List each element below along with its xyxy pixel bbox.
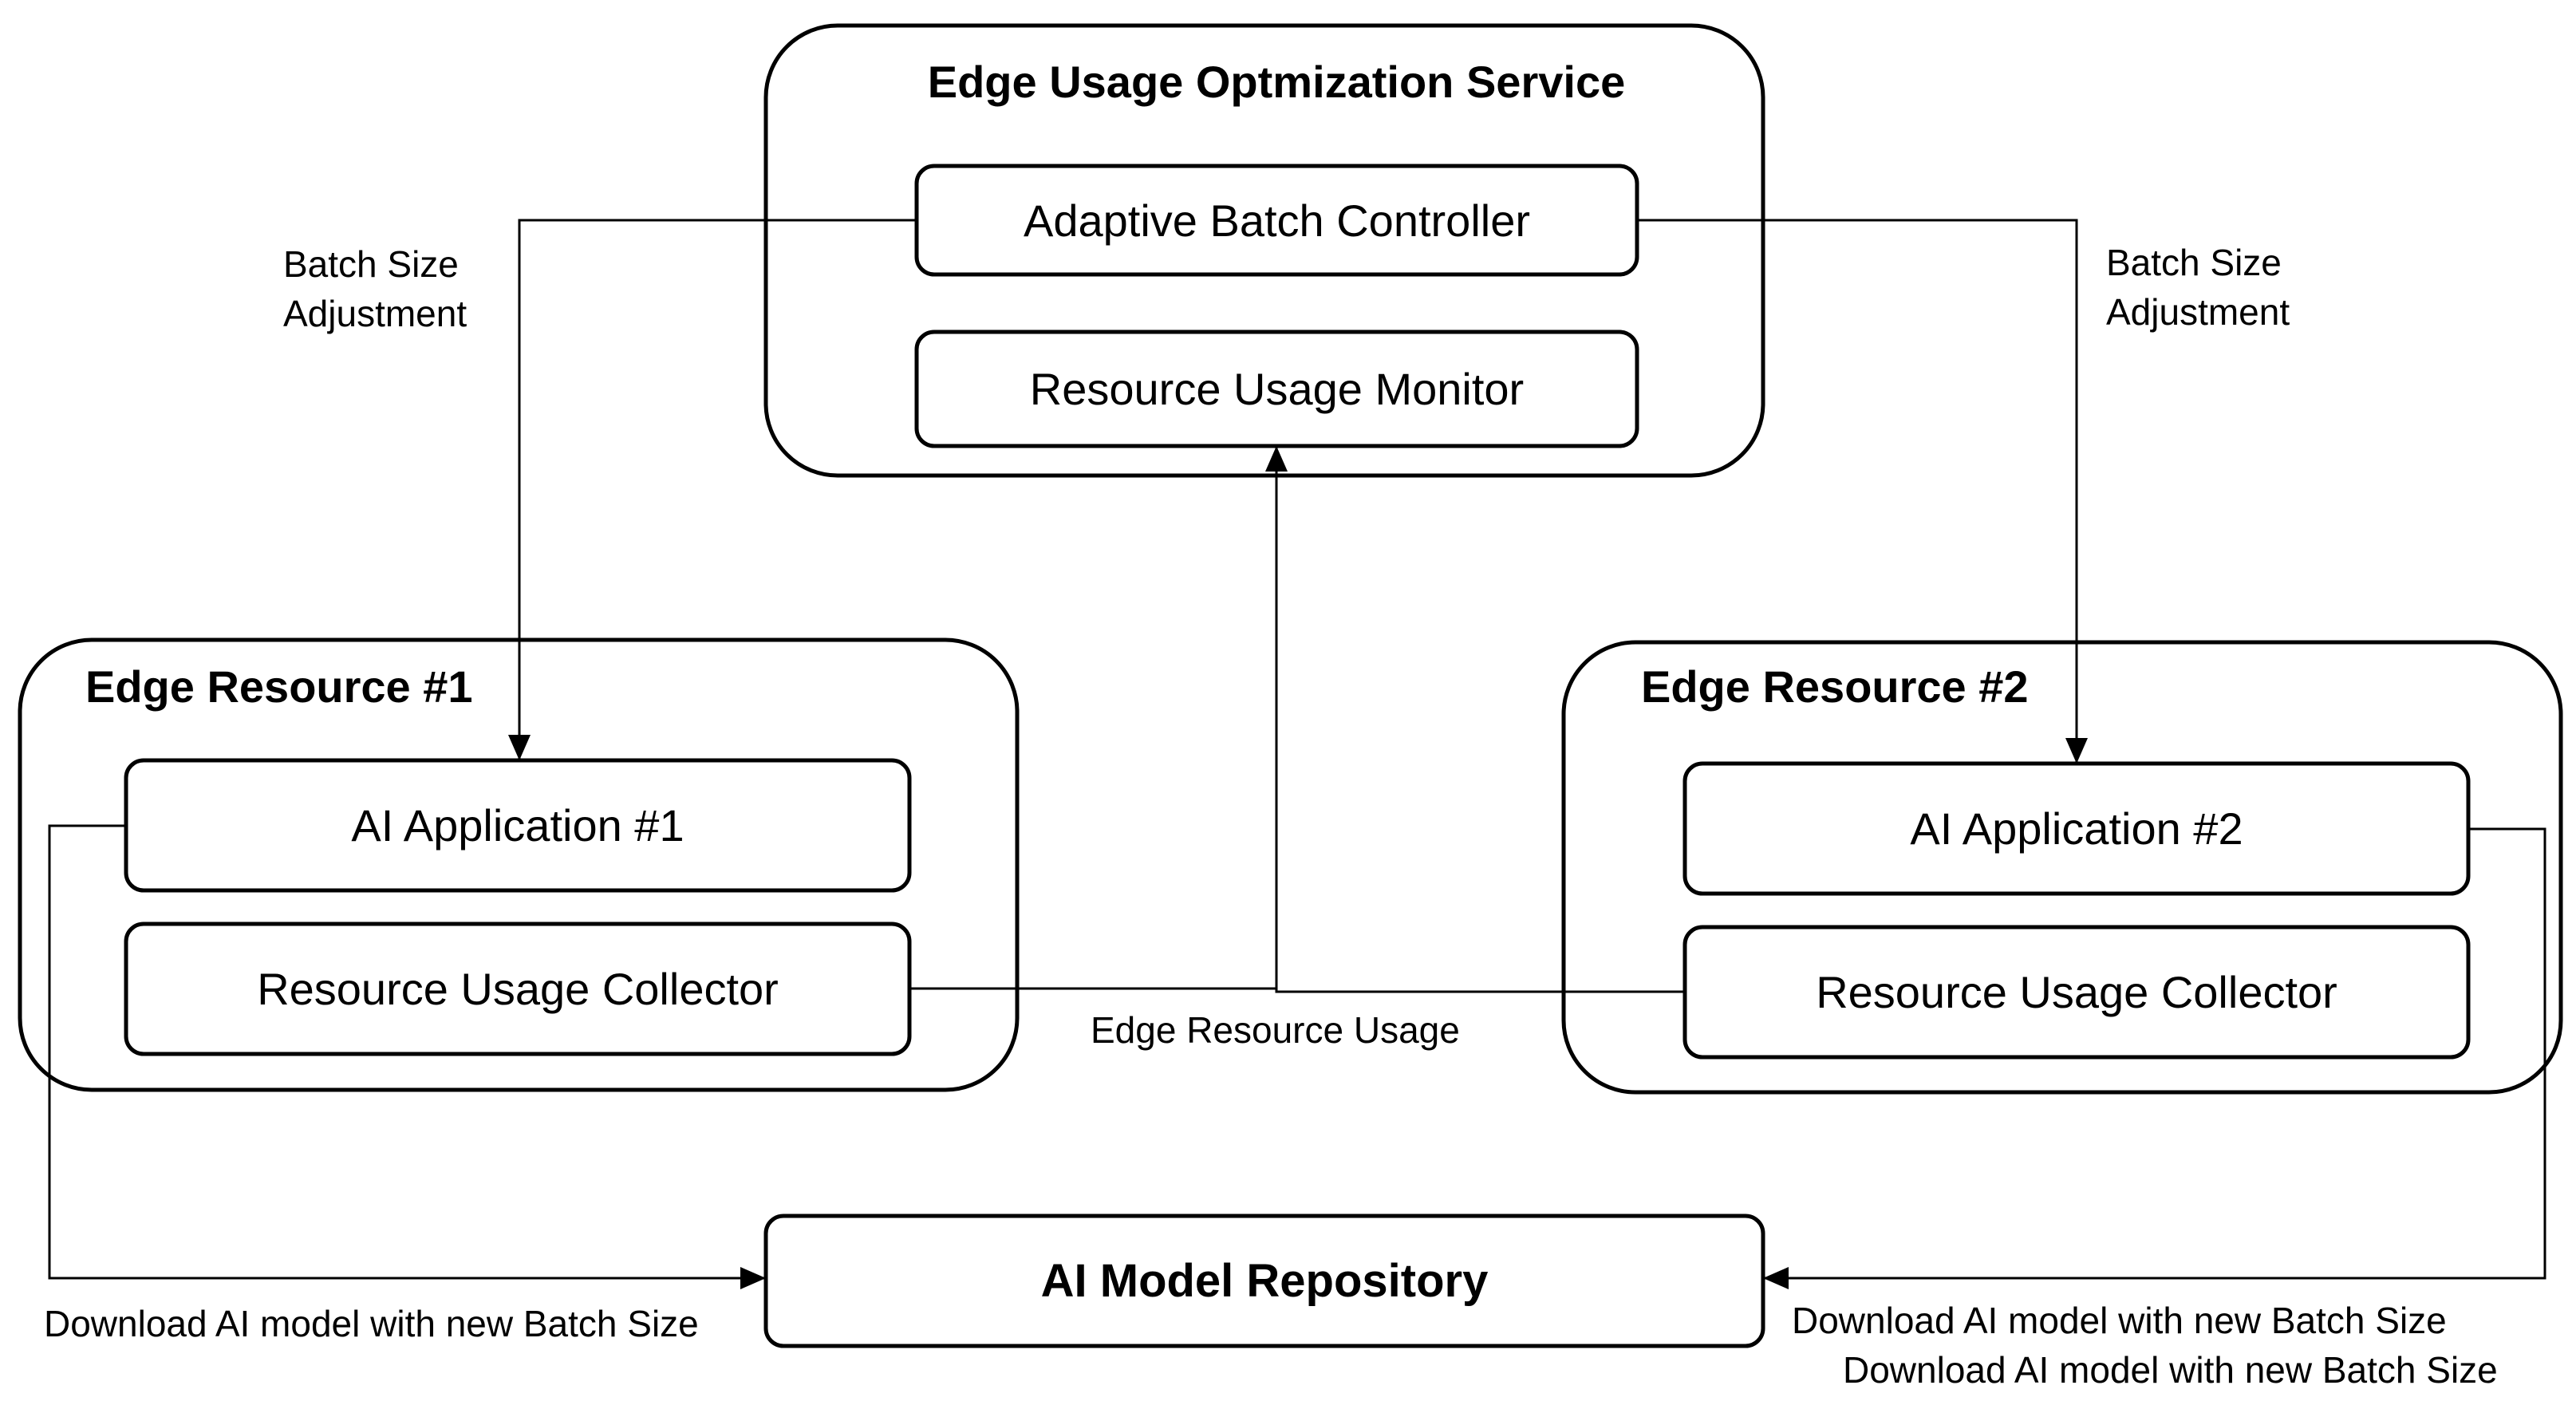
service-title: Edge Usage Optmization Service	[927, 57, 1626, 107]
batch-size-label-right-line2: Adjustment	[2106, 291, 2290, 333]
ai-application-2-label: AI Application #2	[1910, 803, 2243, 854]
batch-size-label-left-line1: Batch Size	[283, 243, 459, 285]
batch-size-label-right-line1: Batch Size	[2106, 242, 2282, 283]
download-label-left: Download AI model with new Batch Size	[44, 1303, 699, 1344]
batch-size-label-left-line2: Adjustment	[283, 293, 467, 334]
edge-resource-2-box	[1561, 640, 2563, 1095]
download-arrow-right	[1763, 827, 2546, 1289]
edge-usage-line-left	[909, 446, 1288, 990]
batch-adjustment-arrow-right	[1637, 219, 2088, 764]
edge-usage-optimization-service-box	[763, 23, 1765, 478]
edge-resource-1-title: Edge Resource #1	[85, 661, 473, 712]
edge-resource-usage-label: Edge Resource Usage	[1091, 1009, 1460, 1051]
resource-usage-monitor-label: Resource Usage Monitor	[1029, 364, 1525, 414]
batch-adjustment-arrow-left	[508, 219, 917, 760]
download-label-right-2: Download AI model with new Batch Size	[1843, 1349, 2498, 1391]
ai-application-1-label: AI Application #1	[351, 800, 684, 850]
download-label-right: Download AI model with new Batch Size	[1792, 1300, 2447, 1341]
download-arrow-left	[48, 824, 766, 1289]
adaptive-batch-controller-label: Adaptive Batch Controller	[1023, 195, 1530, 246]
resource-usage-collector-2-label: Resource Usage Collector	[1816, 967, 2337, 1017]
resource-usage-collector-1-label: Resource Usage Collector	[257, 964, 779, 1014]
ai-model-repository-label: AI Model Repository	[1040, 1255, 1489, 1307]
edge-resource-2-title: Edge Resource #2	[1641, 661, 2029, 712]
edge-usage-line-right	[1275, 989, 1685, 993]
